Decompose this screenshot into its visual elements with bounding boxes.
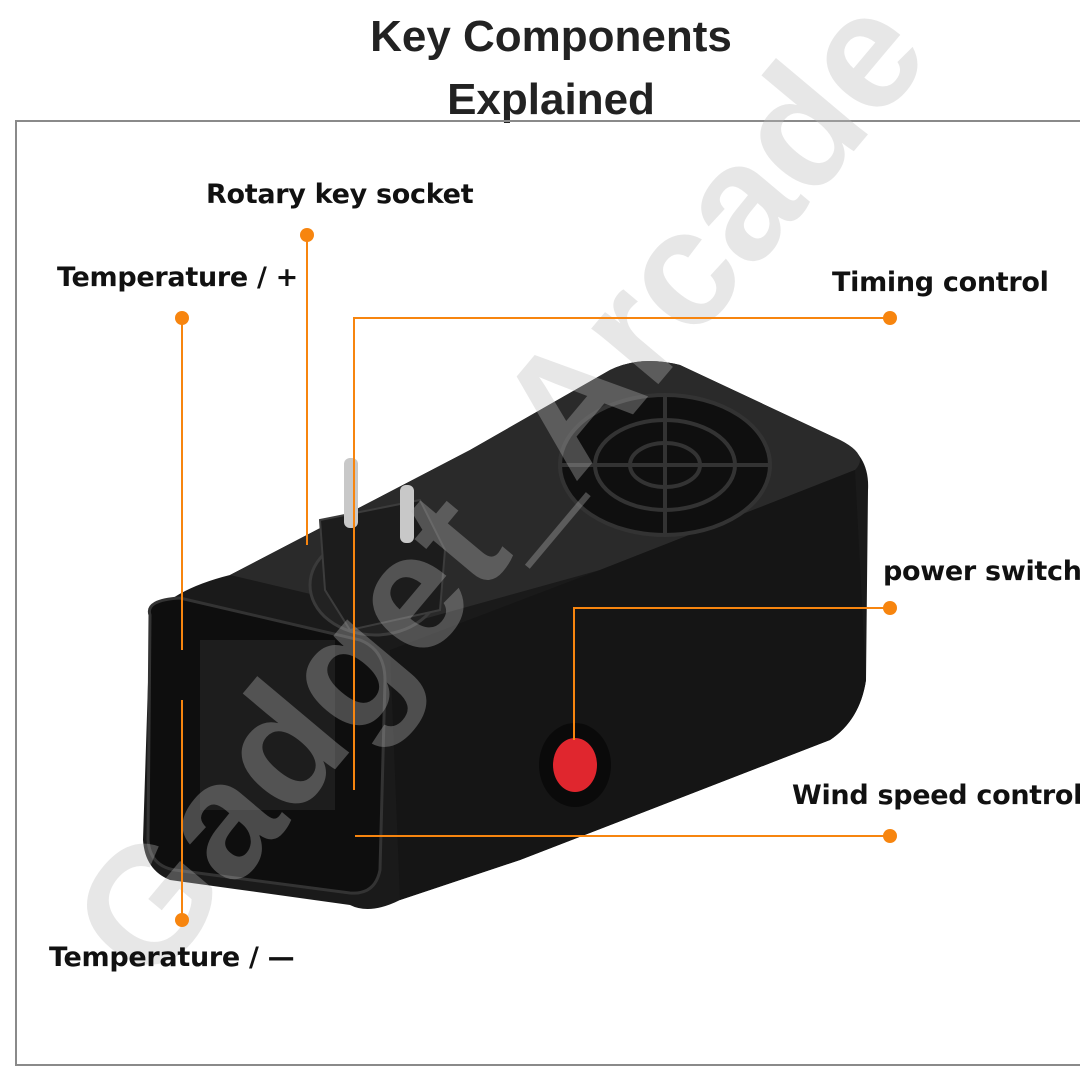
dot-wind (883, 829, 897, 843)
label-power-switch: power switch (883, 556, 1080, 587)
label-wind-speed-control: Wind speed control (792, 780, 1080, 811)
dot-temperature-plus (175, 311, 189, 325)
label-timing-control: Timing control (832, 267, 1049, 298)
dot-temperature-minus (175, 913, 189, 927)
callout-dots (175, 228, 897, 927)
line-timing (353, 317, 890, 790)
plug-pin-2 (400, 485, 414, 543)
callout-lines (181, 235, 890, 920)
page-title-line1: Key Components (370, 12, 732, 61)
line-power (573, 607, 890, 740)
heater-side (390, 470, 866, 900)
dot-rotary (300, 228, 314, 242)
power-switch-button (553, 738, 597, 792)
page-title-line2: Explained (447, 75, 655, 124)
label-temperature-minus: Temperature / — (49, 942, 295, 973)
dot-power (883, 601, 897, 615)
dot-timing (883, 311, 897, 325)
label-temperature-plus: Temperature / + (57, 262, 298, 293)
label-rotary-key-socket: Rotary key socket (206, 179, 474, 210)
image-frame (15, 120, 1080, 1066)
display-panel (200, 640, 335, 810)
